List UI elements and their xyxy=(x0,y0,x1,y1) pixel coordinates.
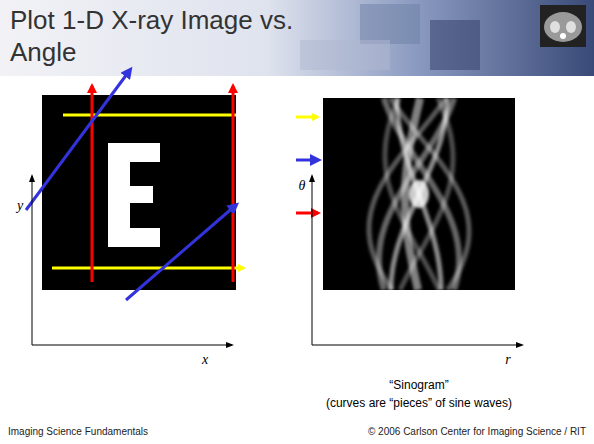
ct-thumbnail xyxy=(540,5,586,47)
letter-e-phantom xyxy=(108,143,160,247)
ray-blue xyxy=(126,205,236,300)
axis-label: θ xyxy=(299,178,306,194)
axis-line xyxy=(312,176,313,345)
axis-line xyxy=(32,176,33,345)
sinogram-curves xyxy=(369,98,469,290)
footer-text: © 2006 Carlson Center for Imaging Scienc… xyxy=(368,426,586,437)
ray-yellow xyxy=(52,267,244,270)
ray-red xyxy=(91,86,94,282)
angle-marker xyxy=(296,116,318,119)
axis-label: x xyxy=(202,352,208,368)
slide-title: Plot 1-D X-ray Image vs. Angle xyxy=(10,4,340,68)
bright-crossing xyxy=(409,180,429,208)
angle-marker xyxy=(296,159,318,162)
sine-curve xyxy=(390,98,469,290)
ray-blue xyxy=(26,70,130,210)
object-image xyxy=(42,95,236,290)
axis-label: y xyxy=(17,198,23,214)
sinogram-image xyxy=(323,98,515,290)
angle-marker xyxy=(296,212,318,215)
caption-text: “Sinogram” xyxy=(389,378,448,392)
ray-yellow xyxy=(63,114,236,117)
ray-red xyxy=(232,86,235,282)
axis-label: r xyxy=(505,352,510,368)
axis-line xyxy=(32,345,232,346)
header-band xyxy=(0,0,594,76)
axis-line xyxy=(312,345,522,346)
sine-curve xyxy=(397,98,441,290)
caption-text: (curves are “pieces” of sine waves) xyxy=(326,396,512,410)
sine-curve xyxy=(369,98,446,290)
sine-curve xyxy=(385,98,439,290)
footer-text: Imaging Science Fundamentals xyxy=(8,426,148,437)
sine-curve xyxy=(379,98,454,290)
sine-curve xyxy=(400,98,453,290)
